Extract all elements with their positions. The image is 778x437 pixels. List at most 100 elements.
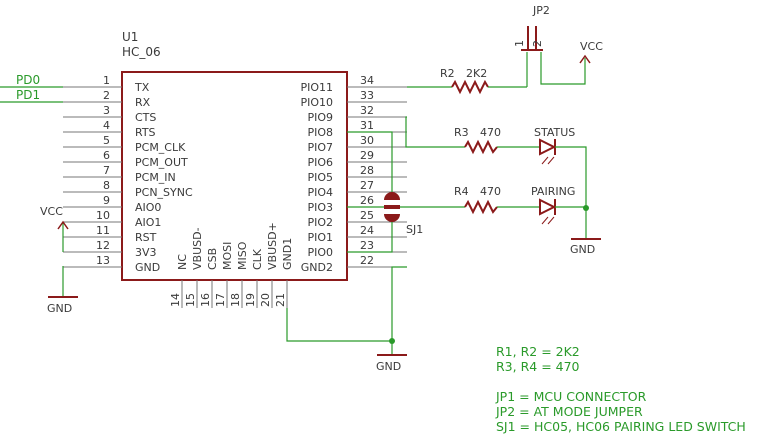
- r3-label: R3: [454, 126, 469, 139]
- right-pin-name: PIO6: [307, 156, 333, 169]
- right-pin-name: PIO0: [307, 246, 333, 259]
- jp2-pin1-num: 1: [513, 40, 526, 47]
- right-pin-number: 31: [360, 119, 374, 132]
- right-pin-name: PIO9: [307, 111, 333, 124]
- right-pin-number: 27: [360, 179, 374, 192]
- vcc-right-arrow-icon: [579, 54, 591, 64]
- left-pin-group: 1TX2RX3CTS4RTS5PCM_CLK6PCM_OUT7PCM_IN8PC…: [63, 74, 193, 274]
- u1-ref: U1: [122, 30, 138, 44]
- bottom-pin-number: 17: [214, 293, 227, 307]
- r4-value: 470: [480, 185, 501, 198]
- left-pin-name: 3V3: [135, 246, 157, 259]
- pio0-wire: [347, 222, 393, 253]
- vcc-left-arrow-icon: [57, 220, 69, 230]
- r2-label: R2: [440, 67, 455, 80]
- right-junction: [583, 205, 589, 211]
- right-pin-number: 34: [360, 74, 374, 87]
- left-pin-number: 13: [96, 254, 110, 267]
- left-pin-name: GND: [135, 261, 160, 274]
- left-pin-name: PCM_IN: [135, 171, 176, 184]
- u1-part: HC_06: [122, 45, 161, 59]
- pd0-label: PD0: [16, 73, 40, 87]
- right-pin-name: PIO5: [307, 171, 333, 184]
- left-pin-number: 2: [103, 89, 110, 102]
- left-pin-number: 9: [103, 194, 110, 207]
- right-pin-number: 33: [360, 89, 374, 102]
- note-line: R1, R2 = 2K2: [496, 344, 580, 359]
- bottom-pin-name: CSB: [206, 248, 219, 270]
- u1-body: [121, 71, 348, 281]
- gnd1-wire: [286, 308, 392, 342]
- pairing-led-icon: [539, 198, 557, 225]
- r3-resistor-icon: [464, 139, 498, 155]
- left-pin-name: RX: [135, 96, 151, 109]
- status-gnd-wire: [555, 146, 587, 209]
- bottom-pin-name: NC: [176, 254, 189, 270]
- right-pin-number: 28: [360, 164, 374, 177]
- right-pin-number: 26: [360, 194, 374, 207]
- note-line: JP1 = MCU CONNECTOR: [495, 389, 647, 404]
- pio8-wire: [347, 131, 393, 192]
- right-pin-number: 32: [360, 104, 374, 117]
- sj1-label: SJ1: [406, 223, 423, 236]
- jp2-vcc-wire: [540, 52, 586, 85]
- right-pin-number: 25: [360, 209, 374, 222]
- left-pin-number: 11: [96, 224, 110, 237]
- bottom-pin-name: VBUSD+: [266, 222, 279, 270]
- bottom-pin-number: 16: [199, 293, 212, 307]
- right-pin-number: 24: [360, 224, 374, 237]
- r2-value: 2K2: [466, 67, 487, 80]
- left-pin-name: TX: [134, 81, 150, 94]
- note-line: R3, R4 = 470: [496, 359, 580, 374]
- right-pin-name: GND2: [301, 261, 333, 274]
- bottom-pin-name: CLK: [251, 248, 264, 270]
- status-led-icon: [539, 138, 557, 165]
- right-pin-group: 34PIO1133PIO1032PIO931PIO830PIO729PIO628…: [300, 74, 407, 274]
- left-pin-number: 12: [96, 239, 110, 252]
- right-pin-name: PIO11: [300, 81, 333, 94]
- r4-resistor-icon: [464, 199, 498, 215]
- right-pin-name: PIO10: [300, 96, 333, 109]
- right-pin-name: PIO8: [307, 126, 333, 139]
- right-pin-number: 29: [360, 149, 374, 162]
- bottom-pin-group: 14NC15VBUSD-16CSB17MOSI18MISO19CLK20VBUS…: [169, 222, 294, 308]
- right-pin-number: 23: [360, 239, 374, 252]
- status-led-label: STATUS: [534, 126, 575, 139]
- sj1-solder-jumper-icon: [384, 192, 400, 222]
- left-pin-number: 3: [103, 104, 110, 117]
- left-pin-name: AIO1: [135, 216, 161, 229]
- left-pin-number: 6: [103, 149, 110, 162]
- right-pin-name: PIO3: [307, 201, 333, 214]
- jp2-pin2-num: 2: [531, 40, 544, 47]
- right-pin-number: 22: [360, 254, 374, 267]
- note-line: SJ1 = HC05, HC06 PAIRING LED SWITCH: [496, 419, 746, 434]
- left-pin-number: 8: [103, 179, 110, 192]
- bottom-pin-name: VBUSD-: [191, 227, 204, 270]
- gnd-right-label: GND: [570, 243, 595, 256]
- left-pin-number: 5: [103, 134, 110, 147]
- note-line: JP2 = AT MODE JUMPER: [495, 404, 643, 419]
- bottom-junction: [389, 338, 395, 344]
- bottom-pin-number: 20: [259, 293, 272, 307]
- r4-label: R4: [454, 185, 469, 198]
- left-pin-number: 1: [103, 74, 110, 87]
- gnd-left-label: GND: [47, 302, 72, 315]
- left-pin-number: 7: [103, 164, 110, 177]
- bottom-pin-name: MOSI: [221, 242, 234, 270]
- bottom-pin-number: 15: [184, 293, 197, 307]
- left-pin-number: 10: [96, 209, 110, 222]
- bottom-pin-number: 18: [229, 293, 242, 307]
- right-pin-name: PIO4: [307, 186, 333, 199]
- bottom-pin-number: 14: [169, 293, 182, 307]
- left-pin-name: RST: [135, 231, 157, 244]
- bottom-pin-number: 19: [244, 293, 257, 307]
- left-pin-name: RTS: [135, 126, 156, 139]
- right-pin-name: PIO7: [307, 141, 333, 154]
- left-pin-name: CTS: [135, 111, 156, 124]
- right-pin-name: PIO2: [307, 216, 333, 229]
- pd1-label: PD1: [16, 88, 40, 102]
- left-pin-number: 4: [103, 119, 110, 132]
- left-pin-name: PCN_SYNC: [135, 186, 193, 199]
